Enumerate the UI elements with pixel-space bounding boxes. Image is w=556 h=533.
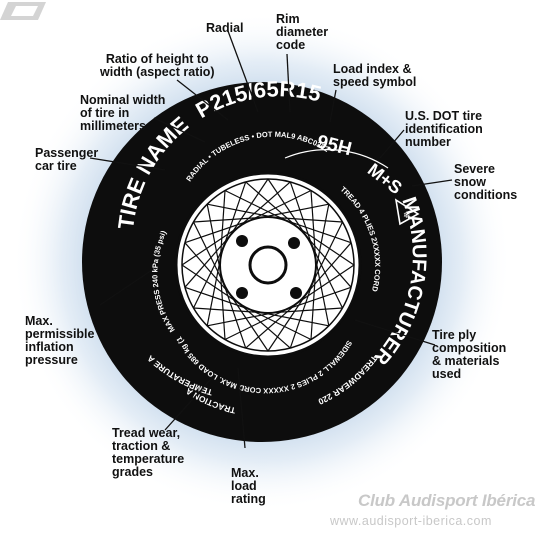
label-tread-grades: Tread wear, traction & temperature grade… <box>112 426 185 479</box>
leader-lines <box>89 30 453 449</box>
label-dot-id: U.S. DOT tire identification number <box>405 109 483 149</box>
leader-radial <box>227 30 259 113</box>
svg-text:❄: ❄ <box>403 211 411 221</box>
leader-pressure <box>99 269 153 306</box>
label-rim-diameter: Rim diameter code <box>276 12 329 52</box>
leader-tread <box>164 379 211 431</box>
leader-snow <box>411 179 453 187</box>
lug-nut <box>236 287 248 299</box>
leader-width <box>153 117 206 143</box>
label-max-pressure: Max. permissible inflation pressure <box>25 314 95 367</box>
leader-load <box>237 367 246 449</box>
label-ply-composition: Tire ply composition & materials used <box>432 328 507 381</box>
label-load-speed: Load index & speed symbol <box>333 62 417 89</box>
watermark-url: www.audisport-iberica.com <box>330 514 492 528</box>
leader-load-speed <box>329 89 337 123</box>
lug-nut <box>288 237 300 249</box>
leader-dot <box>379 129 405 159</box>
leader-passenger <box>89 157 166 171</box>
lug-nut <box>236 235 248 247</box>
label-radial: Radial <box>206 21 244 35</box>
snowflake-icon: ❄ <box>394 198 420 226</box>
leader-ply <box>354 319 436 346</box>
label-severe-snow: Severe snow conditions <box>454 162 518 202</box>
leader-rim <box>286 53 291 113</box>
wheel <box>174 171 362 359</box>
dot-bracket <box>284 149 389 169</box>
label-nominal-width: Nominal width of tire in millimeters <box>80 93 166 133</box>
label-max-load: Max. load rating <box>231 466 266 506</box>
watermark-logo <box>0 2 46 20</box>
label-aspect-ratio: Ratio of height to width (aspect ratio) <box>100 52 215 79</box>
lug-nut <box>290 287 302 299</box>
watermark-brand: Club Audisport Ibérica <box>358 491 536 510</box>
label-passenger: Passenger car tire <box>35 146 99 173</box>
leader-aspect <box>176 79 229 121</box>
